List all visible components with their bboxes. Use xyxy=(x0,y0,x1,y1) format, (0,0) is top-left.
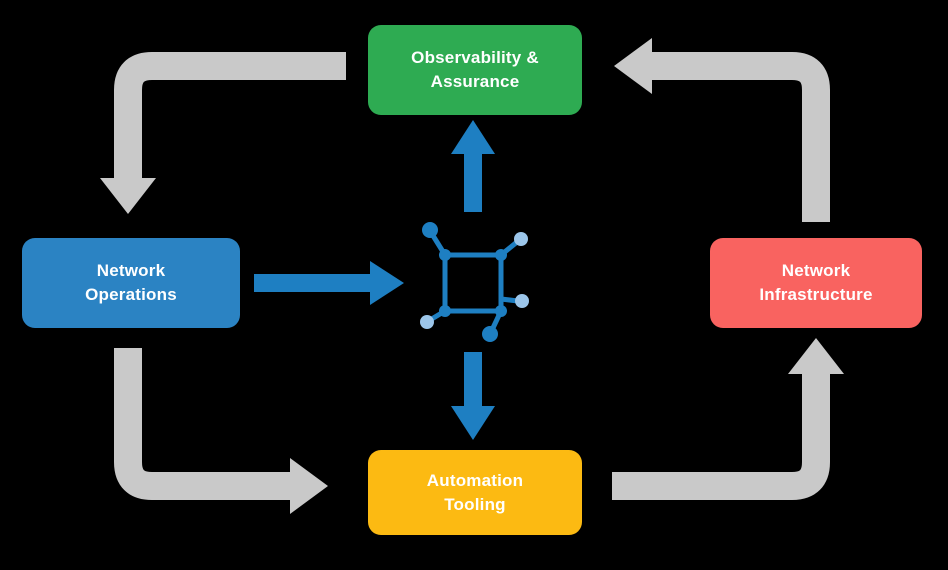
arrow-head-down xyxy=(100,178,156,214)
arrow-infrastructure-to-observability xyxy=(614,38,830,222)
arrow-head-right xyxy=(370,261,404,305)
arrow-observability-to-operations xyxy=(100,52,346,214)
arrow-head-right xyxy=(290,458,328,514)
node-label: Network Operations xyxy=(85,259,177,307)
arrow-head-left xyxy=(614,38,652,94)
icon-satellite-node-light xyxy=(514,232,528,246)
icon-corner-node xyxy=(439,249,451,261)
arrow-shaft xyxy=(612,372,830,500)
node-label-line: Network xyxy=(781,261,851,281)
node-label: Network Infrastructure xyxy=(759,259,872,307)
node-label: Automation Tooling xyxy=(427,469,523,517)
arrow-automation-to-infrastructure xyxy=(612,338,844,500)
icon-satellite-node-dark xyxy=(422,222,438,238)
node-label: Observability & Assurance xyxy=(411,46,539,94)
node-label-line: Observability & xyxy=(411,48,539,68)
network-platform-icon xyxy=(420,222,529,342)
arrow-head-down xyxy=(451,406,495,440)
icon-square xyxy=(442,252,504,314)
node-label-line: Infrastructure xyxy=(759,285,873,304)
node-network-infrastructure: Network Infrastructure xyxy=(710,238,922,328)
arrow-head-up xyxy=(451,120,495,154)
arrow-platform-to-observability xyxy=(451,120,495,212)
icon-corner-node xyxy=(495,249,507,261)
arrow-shaft xyxy=(650,52,830,222)
arrow-platform-to-automation xyxy=(451,352,495,440)
arrow-operations-to-platform xyxy=(254,261,404,305)
node-label-line: Automation xyxy=(426,470,524,490)
arrow-shaft xyxy=(114,348,292,500)
arrow-shaft xyxy=(114,52,346,180)
node-network-operations: Network Operations xyxy=(22,238,240,328)
node-label-line: Network xyxy=(96,261,166,281)
arrow-head-up xyxy=(788,338,844,374)
node-label-line: Operations xyxy=(85,285,177,304)
arrow-operations-to-automation xyxy=(114,348,328,514)
icon-satellite-node-light xyxy=(420,315,434,329)
node-automation-tooling: Automation Tooling xyxy=(368,450,582,535)
node-observability-assurance: Observability & Assurance xyxy=(368,25,582,115)
icon-corner-node xyxy=(439,305,451,317)
node-label-line: Tooling xyxy=(444,494,506,514)
icon-satellite-node-dark xyxy=(482,326,498,342)
icon-corner-node xyxy=(495,305,507,317)
icon-satellite-node-light xyxy=(515,294,529,308)
node-label-line: Assurance xyxy=(430,72,520,91)
